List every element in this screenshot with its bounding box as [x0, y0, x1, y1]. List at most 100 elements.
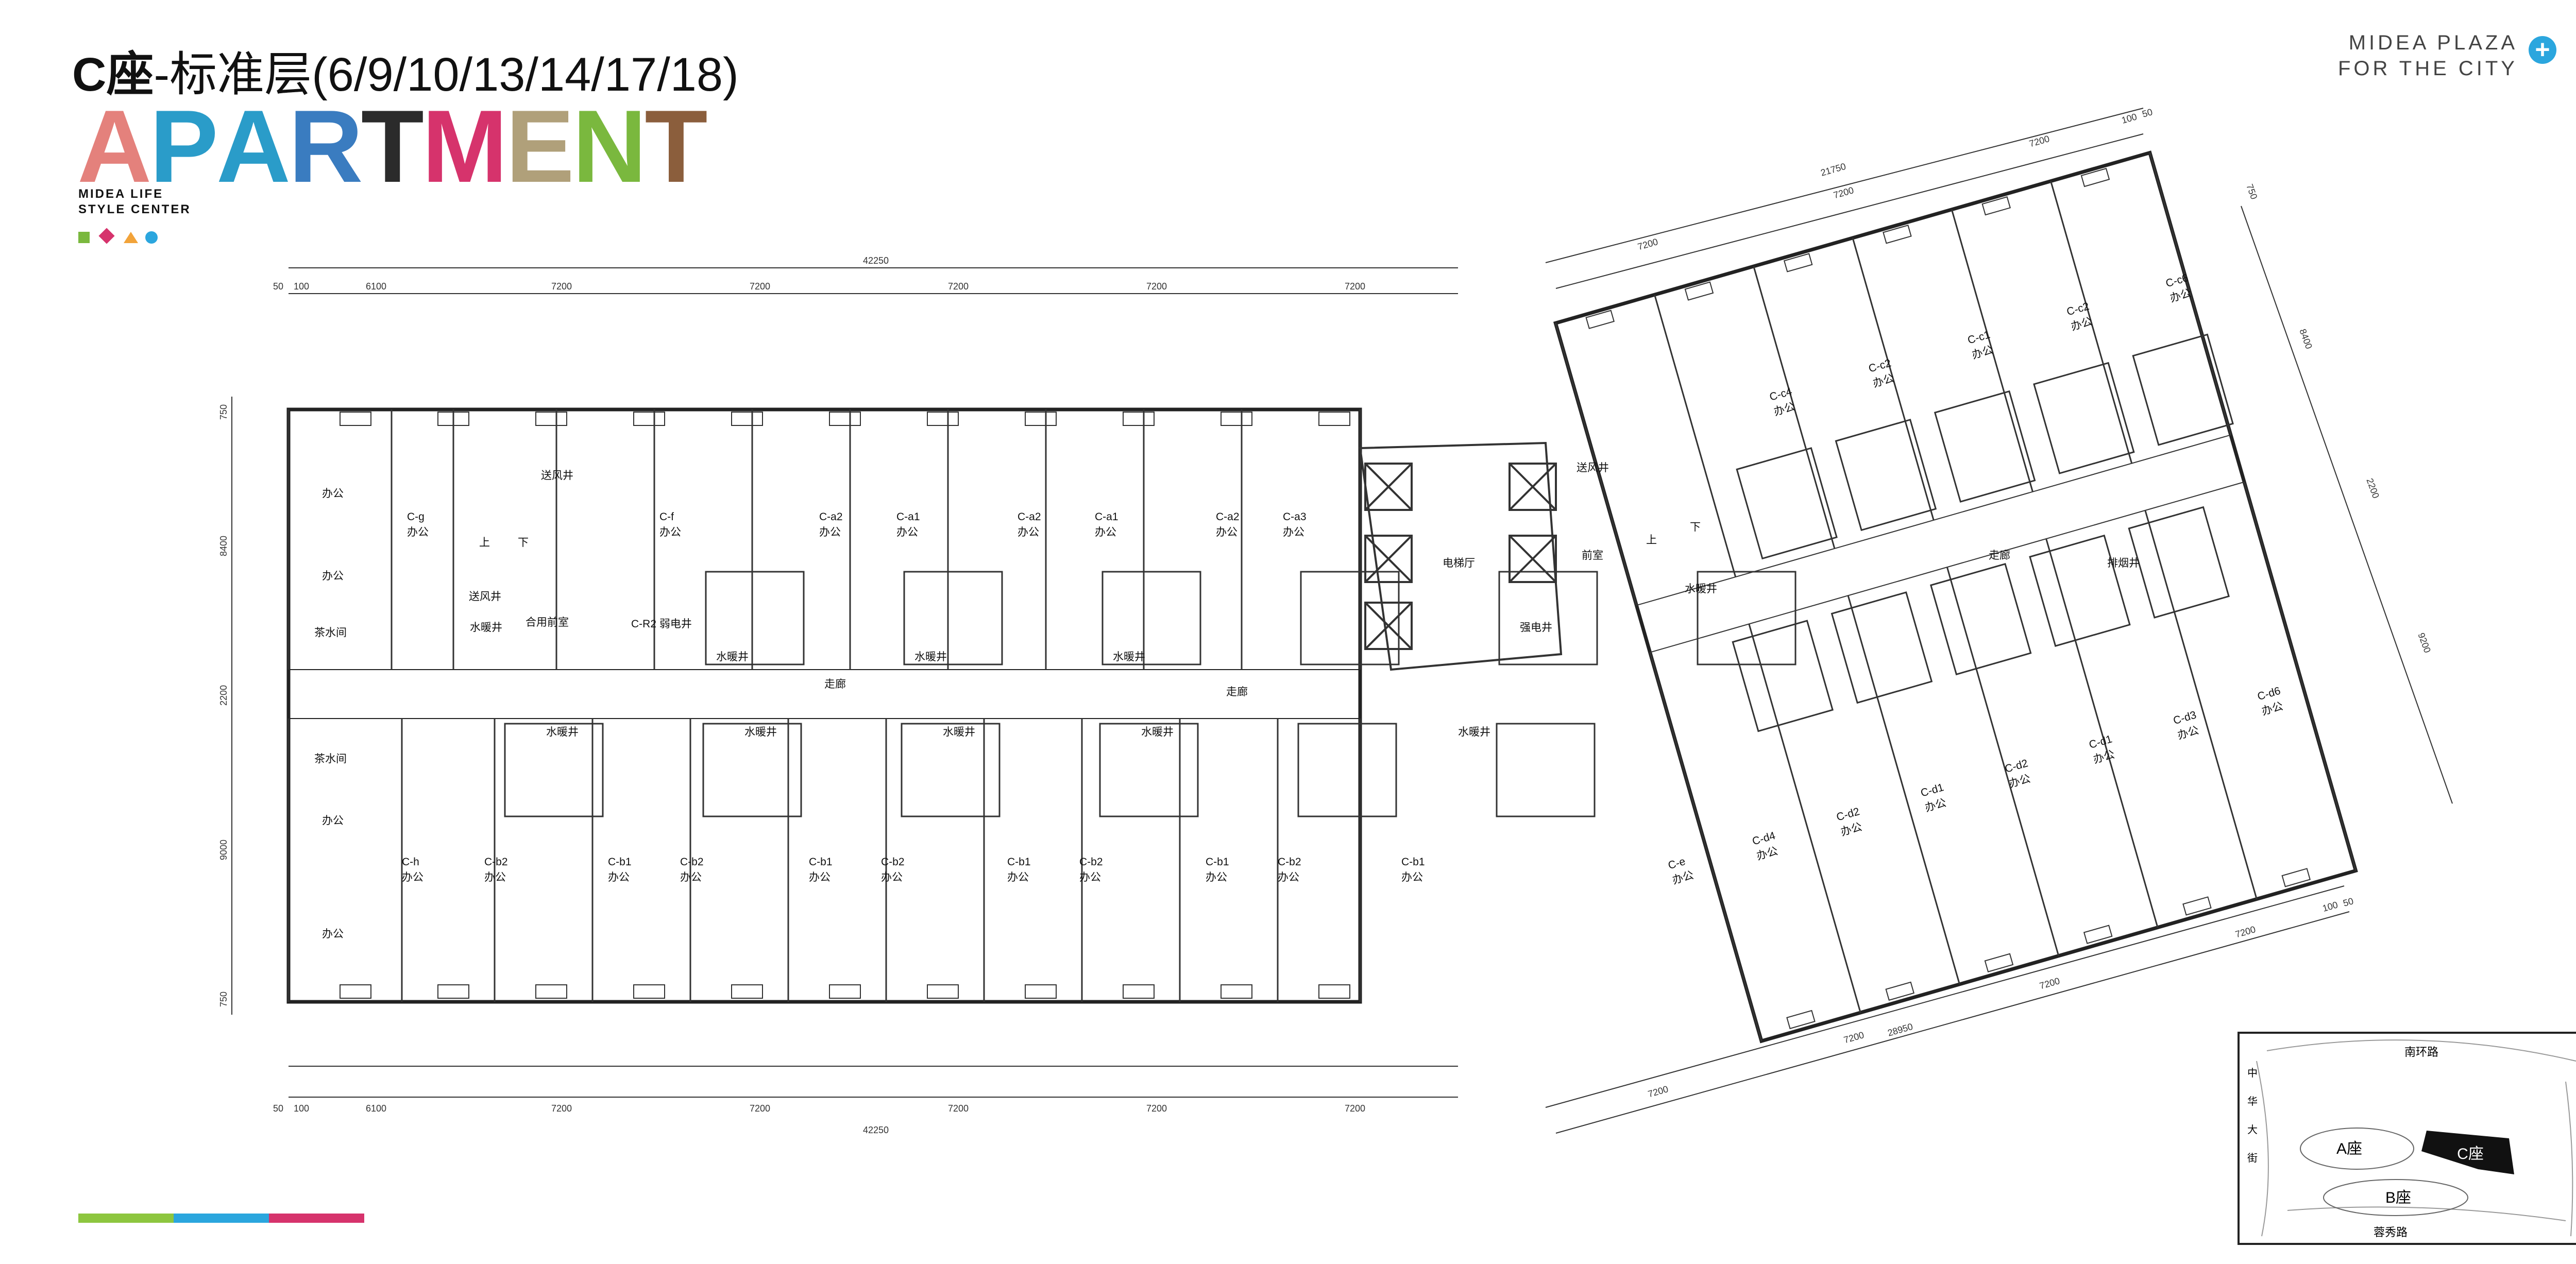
- bathroom: [1831, 591, 1933, 704]
- ac-unit: [927, 412, 959, 426]
- room-code: C-b2: [881, 856, 905, 868]
- wing-partition: [2243, 482, 2357, 871]
- dim-right-bottom-small: 100: [2321, 899, 2339, 914]
- dim-right-bottom-small: 50: [2342, 896, 2355, 909]
- room-code: C-b2: [1079, 856, 1103, 868]
- front-room-label: 前室: [1582, 550, 1603, 561]
- office-label: 办公: [1206, 872, 1227, 883]
- corridor-label: 走廊: [1989, 550, 2010, 561]
- office-label: 办公: [1283, 526, 1304, 538]
- room-code: C-b1: [608, 856, 632, 868]
- wing-partition: [1748, 623, 1861, 1013]
- office-label: 办公: [881, 872, 903, 883]
- dim-right-small: 750: [2244, 183, 2259, 201]
- bathroom: [901, 723, 1001, 817]
- color-bars: [78, 1214, 364, 1223]
- brand-letter: M: [421, 89, 508, 204]
- bathroom: [1496, 723, 1596, 817]
- bathroom: [1835, 418, 1937, 532]
- ac-unit: [340, 412, 371, 426]
- ac-unit: [633, 984, 665, 999]
- dim-bottom-seg: 7200: [1146, 1103, 1167, 1114]
- share-lobby-label: 合用前室: [526, 617, 569, 628]
- ac-unit: [1221, 984, 1252, 999]
- wing-partition: [2144, 510, 2258, 899]
- stair-up-label: 上: [479, 537, 490, 549]
- ac-unit: [1318, 984, 1350, 999]
- water-shaft-label: 水暖井: [1458, 726, 1490, 738]
- dim-top-seg: 6100: [366, 281, 386, 292]
- dim-small: 100: [294, 281, 309, 292]
- office-label: 办公: [322, 570, 344, 582]
- dim-right-top-seg: 7200: [1636, 236, 1659, 252]
- tea-room-label: 茶水间: [314, 753, 347, 765]
- bathroom: [1297, 723, 1397, 817]
- midea-plaza-label: MIDEA PLAZA FOR THE CITY: [2337, 31, 2518, 80]
- ac-unit: [340, 984, 371, 999]
- ac-unit: [2080, 167, 2110, 187]
- ac-unit: [1981, 196, 2011, 216]
- room-code: C-b1: [1206, 856, 1229, 868]
- ac-unit: [1984, 953, 2014, 972]
- dim-top-seg: 7200: [750, 281, 770, 292]
- ac-unit: [1123, 984, 1155, 999]
- corridor-label: 走廊: [824, 678, 846, 690]
- dim-top-total: 42250: [863, 255, 889, 266]
- dim-left-seg: 9000: [218, 840, 229, 860]
- dim-bottom-seg: 7200: [948, 1103, 969, 1114]
- room-code: C-a2: [1216, 511, 1240, 523]
- air-shaft-label: 送风井: [541, 470, 573, 482]
- air-shaft-label: 送风井: [1577, 462, 1609, 474]
- ac-unit: [2281, 868, 2311, 887]
- wing-partition: [2045, 538, 2159, 928]
- exhaust-shaft-label: 排烟井: [2107, 557, 2140, 569]
- plus-circle-icon[interactable]: +: [2529, 36, 2556, 64]
- dim-small: 100: [294, 1103, 309, 1114]
- room-code: C-b2: [1278, 856, 1301, 868]
- room-code: C-g: [407, 511, 425, 523]
- office-label: 办公: [1095, 526, 1116, 538]
- bathroom: [2128, 506, 2230, 619]
- color-bar: [78, 1214, 174, 1223]
- office-label: 办公: [322, 815, 344, 827]
- water-shaft-label: 水暖井: [943, 726, 975, 738]
- wing-partition: [1852, 237, 1935, 521]
- brand-shapes-icon: [78, 228, 158, 244]
- brand-letter: T: [645, 89, 707, 204]
- dim-right-top-total: 21750: [1820, 161, 1848, 178]
- brand-letter: A: [77, 89, 151, 204]
- bathroom: [1929, 563, 2032, 676]
- bathroom: [705, 571, 805, 665]
- bathroom: [702, 723, 802, 817]
- ac-unit: [1585, 310, 1615, 329]
- room-code: C-b2: [484, 856, 508, 868]
- dim-left-seg: 8400: [218, 536, 229, 556]
- office-label: 办公: [407, 526, 429, 538]
- wing-partition: [1847, 595, 1960, 985]
- bathroom: [1099, 723, 1199, 817]
- ac-unit: [2182, 896, 2212, 916]
- key-map: [2238, 1032, 2576, 1245]
- ac-unit: [1025, 412, 1057, 426]
- dim-left-small: 750: [218, 404, 229, 420]
- keymap-block-c: C座: [2457, 1146, 2484, 1163]
- ac-unit: [1783, 253, 1813, 272]
- keymap-block-b: B座: [2385, 1189, 2411, 1206]
- ac-unit: [535, 412, 567, 426]
- office-label: 办公: [1278, 872, 1299, 883]
- brand-apartment-logo: APARTMENT: [77, 89, 708, 204]
- dim-right-side: 9200: [2416, 631, 2432, 654]
- water-shaft-label: 水暖井: [744, 726, 777, 738]
- bathroom: [1498, 571, 1598, 665]
- brand-letter: T: [361, 89, 424, 204]
- office-label: 办公: [819, 526, 841, 538]
- wing-partition: [1946, 567, 2060, 956]
- brand-letter: P: [149, 89, 218, 204]
- ac-unit: [1883, 225, 1912, 244]
- room-code: C-b1: [809, 856, 833, 868]
- room-code: C-b1: [1401, 856, 1425, 868]
- room-code: C-h: [402, 856, 419, 868]
- keymap-road-west-char: 中: [2247, 1067, 2258, 1079]
